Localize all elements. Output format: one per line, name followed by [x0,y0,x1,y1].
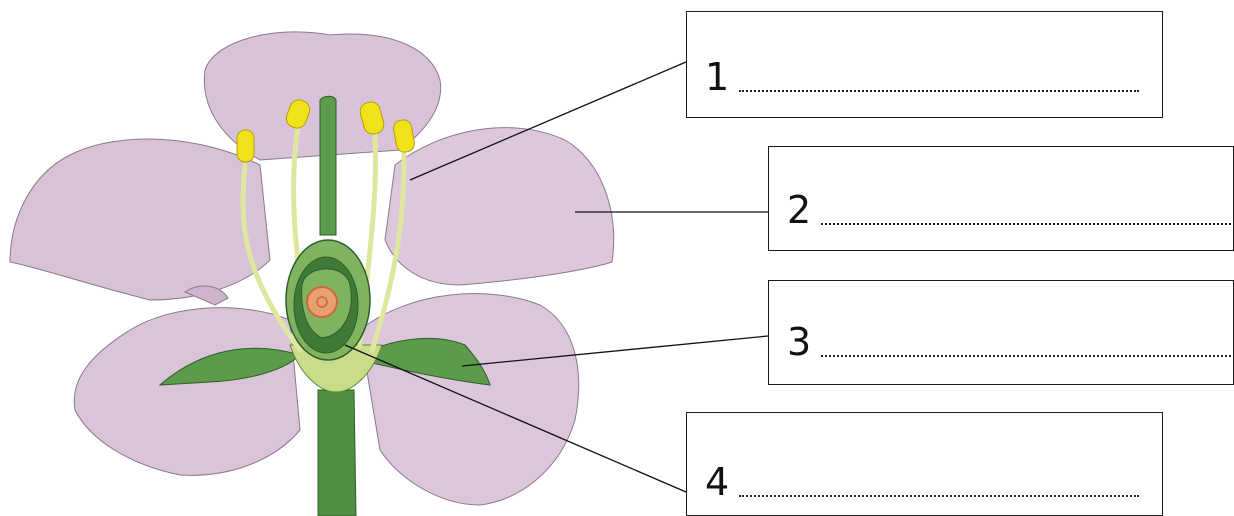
petal-left [10,139,270,300]
label-box-3: 3 [768,280,1234,385]
answer-line-1[interactable] [739,88,1139,92]
petal-bottom-left [74,308,300,476]
pistil-style [320,96,336,235]
stem [318,390,356,516]
label-number-3: 3 [787,323,811,361]
answer-line-2[interactable] [821,221,1231,225]
label-box-4: 4 [686,412,1163,516]
answer-line-4[interactable] [739,493,1139,497]
label-box-1: 1 [686,11,1163,118]
answer-line-3[interactable] [821,353,1231,357]
label-box-2: 2 [768,146,1234,251]
ovule-center [317,297,327,307]
label-number-1: 1 [705,58,729,96]
petal-right [385,128,614,285]
anther-1 [237,130,254,162]
label-number-2: 2 [787,191,811,229]
label-number-4: 4 [705,463,729,501]
